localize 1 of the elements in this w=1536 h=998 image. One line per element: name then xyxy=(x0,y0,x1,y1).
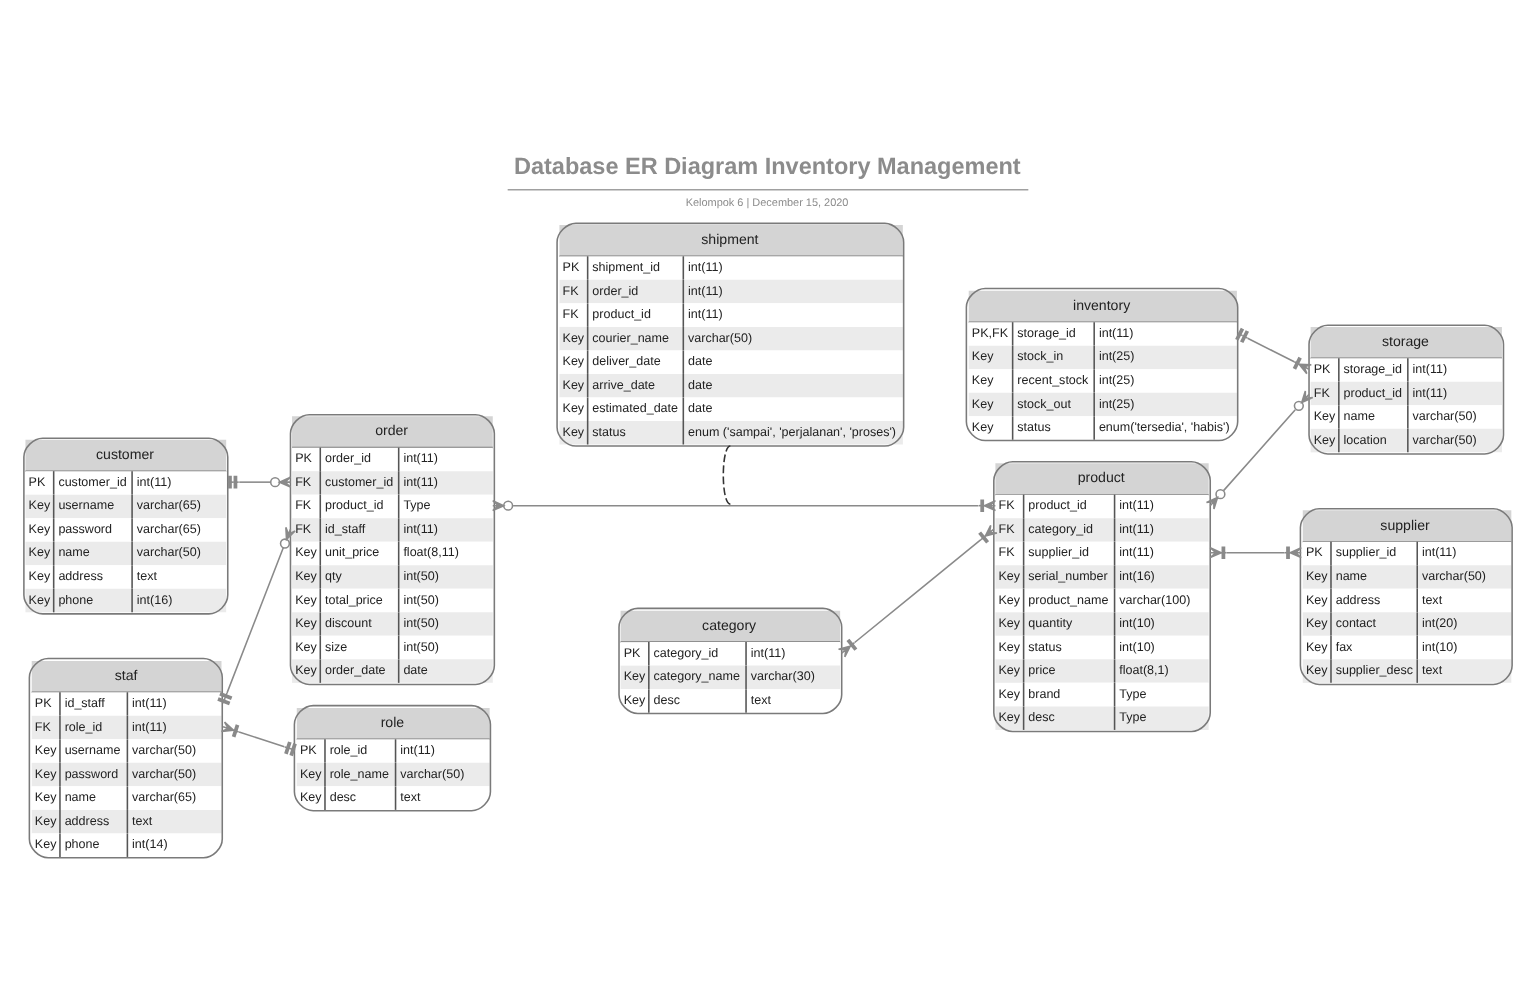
diagram-title: Database ER Diagram Inventory Management xyxy=(513,153,1021,180)
